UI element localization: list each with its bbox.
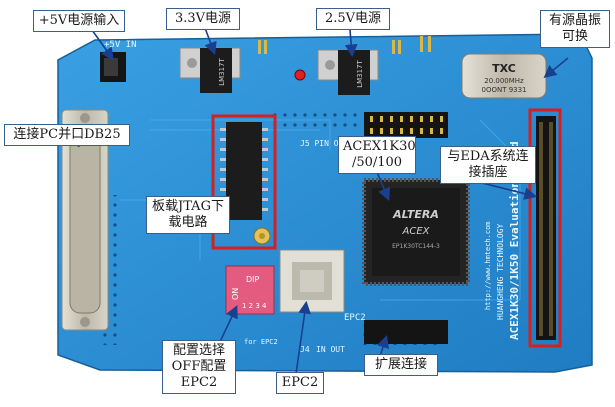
- callout-acex-line2: /50/100: [351, 155, 403, 170]
- silk-j5: J5 PIN O: [300, 139, 339, 148]
- silk-for-epc2: for EPC2: [244, 338, 278, 346]
- plcc-socket: [279, 249, 345, 313]
- callout-eda-line2: 接插座: [468, 165, 508, 180]
- j4-header: [364, 320, 448, 344]
- fpga-family: ACEX: [402, 226, 431, 237]
- callout-3v3-text: 3.3V电源: [174, 11, 232, 26]
- silk-j4: J4: [300, 345, 310, 354]
- callout-acex-line1: ACEX1K30: [343, 139, 416, 154]
- db25-connector: [61, 109, 109, 331]
- callout-config-line1: 配置选择: [172, 343, 225, 358]
- jtag-highlight-box: [211, 114, 277, 250]
- callout-acex-fpga: ACEX1K30 /50/100: [338, 136, 416, 174]
- dip-word-text: DIP: [246, 275, 260, 284]
- silk-5v-in: +5V IN: [104, 40, 137, 50]
- eda-highlight-box: [528, 108, 562, 348]
- j5-header: [364, 112, 448, 138]
- callout-parallel-text: 连接PC并口DB25: [13, 127, 121, 142]
- dip-switch: ON DIP 1 2 3 4: [225, 265, 275, 315]
- silk-epc2: EPC2: [344, 313, 366, 323]
- callout-config-select: 配置选择 OFF配置 EPC2: [162, 340, 236, 394]
- callout-crystal-line2: 可换: [561, 29, 588, 44]
- crystal-oscillator: TXC 20.000MHz 0OONT 9331: [461, 53, 547, 99]
- eda-connector: [536, 116, 556, 340]
- top-header-pins: [258, 36, 431, 54]
- callout-expansion: 扩展连接: [364, 354, 438, 376]
- callout-2v5-text: 2.5V电源: [324, 11, 382, 26]
- capacitor: [253, 227, 271, 245]
- callout-crystal-line1: 有源晶振: [548, 13, 601, 28]
- dip-nums-text: 1 2 3 4: [242, 302, 267, 310]
- jtag-dip-chip: [220, 122, 268, 220]
- reg-part-3v3: LM317T: [218, 57, 226, 85]
- callout-power-input-text: +5V电源输入: [38, 13, 120, 28]
- callout-eda-socket: 与EDA系统连 接插座: [440, 146, 536, 184]
- silk-url: http://www.hmtech.com: [484, 221, 492, 310]
- callout-jtag: 板载JTAG下 载电路: [146, 196, 230, 234]
- hole-row-top: [270, 108, 360, 128]
- callout-2v5-supply: 2.5V电源: [316, 8, 390, 30]
- callout-parallel-port: 连接PC并口DB25: [4, 124, 130, 146]
- dip-on-text: ON: [231, 288, 240, 300]
- callout-config-line3: EPC2: [180, 375, 218, 390]
- fpga-part: EP1K30TC144-3: [392, 243, 440, 250]
- callout-epc2-text: EPC2: [281, 375, 319, 390]
- callout-config-line2: OFF配置: [171, 359, 227, 374]
- silk-maker: HUANGHENG TECHNOLOGY: [496, 223, 505, 320]
- callout-power-input: +5V电源输入: [33, 10, 125, 32]
- power-jack: [100, 52, 126, 82]
- callout-crystal: 有源晶振 可换: [540, 10, 610, 48]
- regulator-2v5: LM317T: [317, 49, 379, 95]
- acex-fpga-chip: ALTERA ACEX EP1K30TC144-3: [362, 178, 470, 286]
- callout-epc2: EPC2: [276, 372, 324, 394]
- silk-in-out: IN OUT: [316, 345, 345, 354]
- txc-code: 0OONT 9331: [481, 86, 526, 94]
- power-led: [294, 69, 306, 81]
- fpga-brand: ALTERA: [392, 208, 439, 221]
- reg-part-2v5: LM317T: [356, 59, 364, 87]
- txc-freq: 20.000MHz: [484, 77, 524, 85]
- callout-jtag-line1: 板载JTAG下: [152, 199, 224, 214]
- callout-eda-line1: 与EDA系统连: [447, 149, 529, 164]
- callout-3v3-supply: 3.3V电源: [166, 8, 240, 30]
- callout-jtag-line2: 载电路: [168, 215, 208, 230]
- txc-brand: TXC: [492, 62, 516, 75]
- callout-expansion-text: 扩展连接: [374, 357, 427, 372]
